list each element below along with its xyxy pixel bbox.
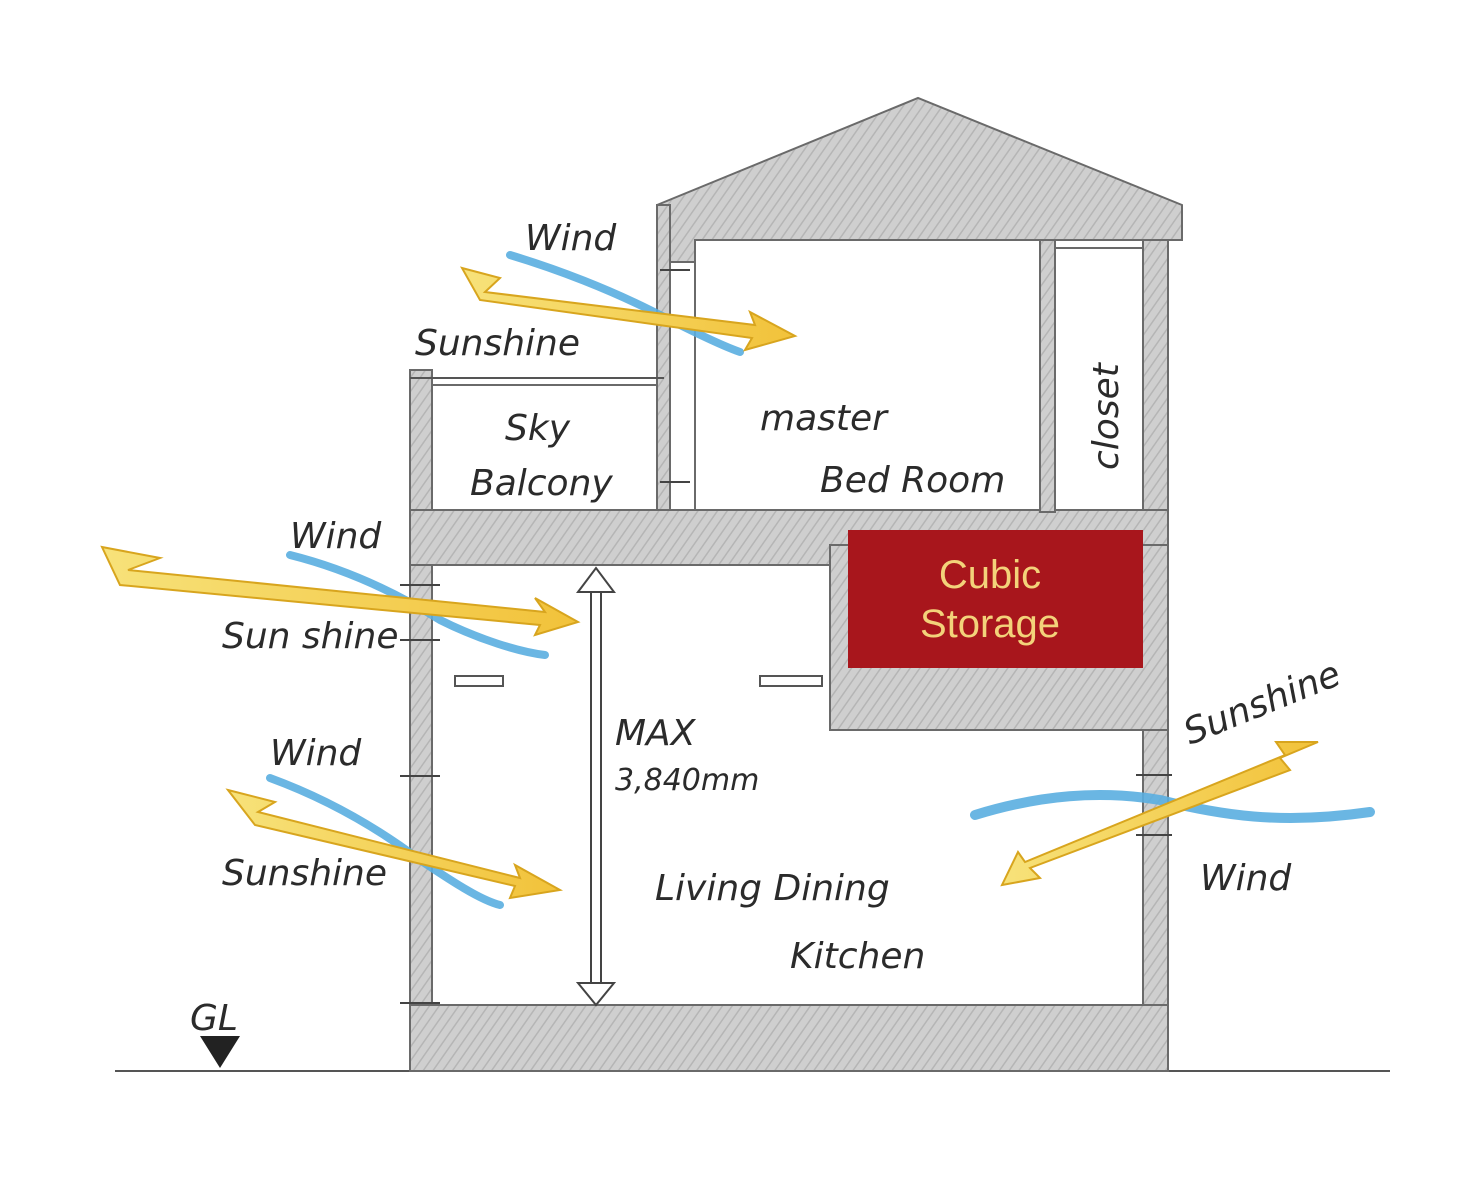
- wind-arrow-mid: [286, 551, 549, 659]
- sunshine-label-mid: Sun shine: [222, 616, 398, 657]
- wind-label-mid: Wind: [290, 516, 382, 557]
- airflow-low: [225, 774, 564, 909]
- fixture-right: [759, 675, 823, 687]
- storage-label-line2: Storage: [920, 602, 1060, 646]
- sunshine-label-right: Sunshine: [1178, 654, 1346, 754]
- sunshine-arrow-top: [459, 266, 798, 352]
- airflow-top: [459, 251, 798, 356]
- wind-arrow-right: [970, 790, 1375, 823]
- roof: [656, 96, 1183, 263]
- cubic-storage-box: [848, 530, 1143, 668]
- sunshine-arrow-right: [1000, 741, 1319, 887]
- triangle-down-icon: [200, 1036, 240, 1068]
- closet-space: [1054, 247, 1144, 511]
- airflow-right: [970, 741, 1375, 887]
- living-label-line1: Living Dining: [655, 868, 890, 909]
- sunshine-label-low: Sunshine: [222, 853, 387, 894]
- fixture-left: [454, 675, 504, 687]
- sky-balcony-label-line1: Sky: [505, 408, 571, 449]
- sunshine-label-top: Sunshine: [415, 323, 580, 364]
- sunshine-arrow-low: [225, 788, 564, 900]
- height-dimension-arrow: [575, 566, 617, 1007]
- sky-balcony-label-line2: Balcony: [470, 463, 613, 504]
- wind-arrow-top: [506, 251, 744, 356]
- wind-label-right: Wind: [1200, 858, 1292, 899]
- balcony-space: [431, 384, 658, 511]
- wind-label-top: Wind: [525, 218, 617, 259]
- ground-level-label: GL: [190, 998, 238, 1039]
- closet-wall: [1039, 239, 1056, 513]
- living-label-line2: Kitchen: [790, 936, 925, 977]
- window-marks: [400, 269, 1172, 1004]
- living-space: [431, 564, 1144, 1006]
- master-bedroom-label-line1: master: [760, 398, 889, 439]
- max-label: MAX: [615, 713, 697, 754]
- closet-label: closet: [1086, 361, 1127, 470]
- foundation: [409, 1004, 1169, 1072]
- sunshine-arrow-mid: [100, 545, 581, 637]
- airflow-mid: [100, 545, 581, 659]
- master-bedroom-label-line2: Bed Room: [820, 460, 1005, 501]
- storage-label-line1: Cubic: [939, 553, 1041, 597]
- bedroom-space: [694, 239, 1041, 511]
- max-height-value: 3,840mm: [615, 763, 759, 798]
- wind-label-low: Wind: [270, 733, 362, 774]
- bedroom-left-wall: [656, 204, 671, 511]
- left-wall: [409, 369, 433, 1071]
